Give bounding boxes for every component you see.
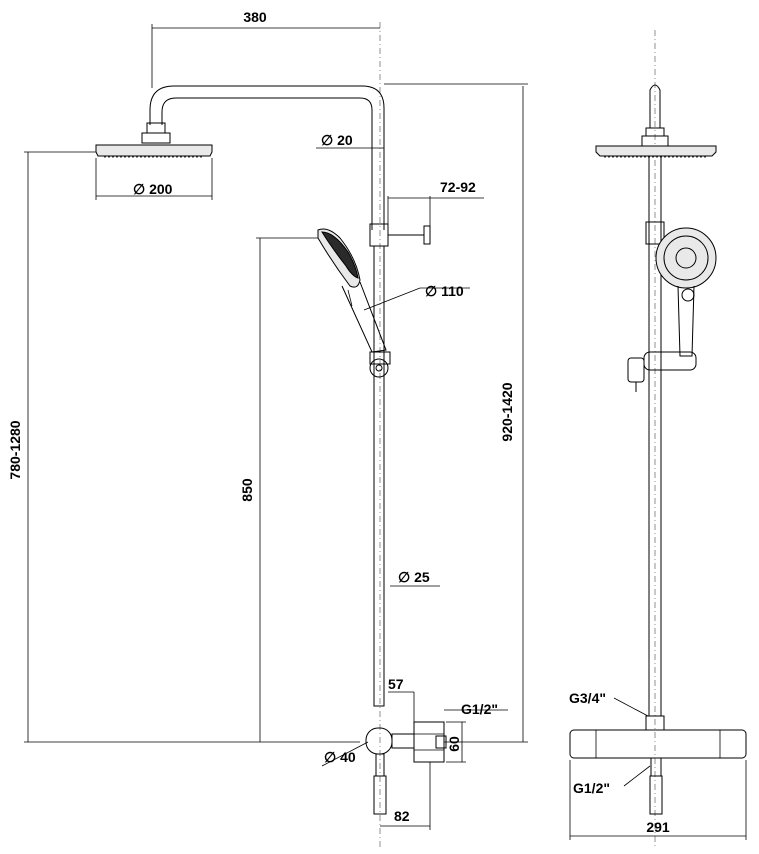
- front-view: G3/4" G1/2" 291: [569, 30, 747, 848]
- side-view: 380 ∅ 20 ∅ 200 72-92 ∅ 110 920-1420 780-…: [7, 9, 528, 848]
- dim-hand-shower: ∅ 110: [425, 283, 464, 299]
- dim-head-diameter: ∅ 200: [133, 181, 173, 197]
- valve-body: [365, 727, 393, 755]
- dim-pipe-upper: ∅ 20: [321, 132, 353, 148]
- dim-head-height: 780-1280: [7, 420, 23, 479]
- wall-bracket: [369, 223, 389, 247]
- dim-inlet-thread-side: G1/2": [461, 701, 498, 717]
- dim-inlet-thread-front: G1/2": [573, 780, 610, 796]
- hand-shower-face: [655, 227, 717, 289]
- dim-valve-height: 60: [446, 736, 462, 752]
- dim-total-height: 920-1420: [499, 382, 515, 441]
- hand-shower: [317, 228, 361, 288]
- rain-shower-head: [95, 144, 213, 157]
- overhead-arm: [149, 85, 385, 230]
- riser-pipe: [373, 245, 385, 707]
- slider-knob: [369, 358, 389, 378]
- dim-arm-length: 380: [243, 9, 267, 25]
- dim-outlet-thread: G3/4": [569, 690, 606, 706]
- dim-pipe-lower: ∅ 25: [398, 569, 430, 585]
- dim-slide-height: 850: [239, 478, 255, 502]
- dim-mixer-width: 291: [646, 819, 670, 835]
- dim-valve-body: ∅ 40: [324, 749, 356, 765]
- dim-bracket-range: 72-92: [440, 179, 476, 195]
- rain-shower-head-front: [595, 145, 717, 157]
- dim-valve-depth: 57: [388, 676, 404, 692]
- dim-inlet-spacing: 82: [394, 808, 410, 824]
